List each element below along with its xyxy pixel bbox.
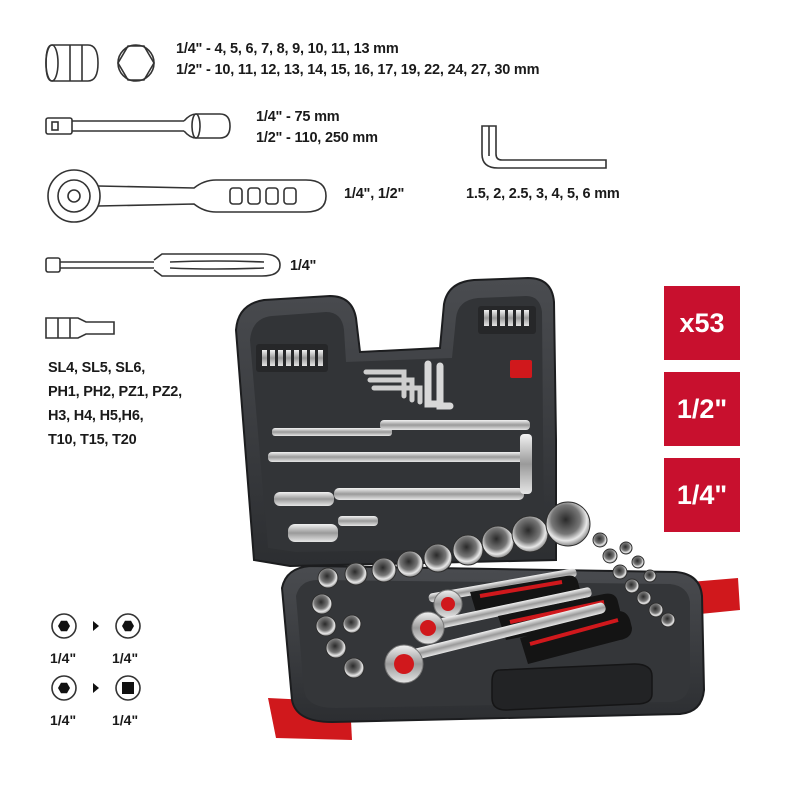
piece-count-badge: x53 bbox=[664, 286, 740, 360]
extension-sizes-quarter: 1/4" - 75 mm bbox=[256, 109, 340, 125]
adapter-hex-to-square bbox=[50, 674, 142, 707]
adapter-from-label: 1/4" bbox=[50, 650, 77, 666]
adapter-from-label: 1/4" bbox=[50, 712, 77, 728]
extension-bar-icon bbox=[44, 108, 234, 149]
socket-sizes-quarter: 1/4" - 4, 5, 6, 7, 8, 9, 10, 11, 13 mm bbox=[176, 41, 399, 57]
socket-sizes-half: 1/2" - 10, 11, 12, 13, 14, 15, 16, 17, 1… bbox=[176, 62, 540, 78]
drive-size-badge: 1/4" bbox=[664, 458, 740, 532]
bit-icon bbox=[44, 316, 116, 345]
adapter-to-label: 1/4" bbox=[112, 712, 139, 728]
adapter-hex-to-hex bbox=[50, 612, 142, 645]
bit-list-line: H3, H4, H5,H6, bbox=[48, 408, 144, 424]
bit-list: SL4, SL5, SL6, PH1, PH2, PZ1, PZ2, H3, H… bbox=[48, 356, 182, 452]
hex-key-sizes: 1.5, 2, 2.5, 3, 4, 5, 6 mm bbox=[466, 186, 620, 202]
bit-list-line: SL4, SL5, SL6, bbox=[48, 360, 146, 376]
adapter-to-label: 1/4" bbox=[112, 650, 139, 666]
bit-list-line: T10, T15, T20 bbox=[48, 432, 137, 448]
bit-list-line: PH1, PH2, PZ1, PZ2, bbox=[48, 384, 182, 400]
socket-sizes: 1/4" - 4, 5, 6, 7, 8, 9, 10, 11, 13 mm 1… bbox=[176, 39, 539, 81]
bit-driver-size: 1/4" bbox=[290, 258, 317, 274]
drive-size-badge: 1/2" bbox=[664, 372, 740, 446]
ratchet-sizes: 1/4", 1/2" bbox=[344, 186, 405, 202]
extension-sizes-half: 1/2" - 110, 250 mm bbox=[256, 130, 378, 146]
bit-driver-icon bbox=[44, 248, 284, 287]
hex-key-icon bbox=[470, 122, 612, 183]
extension-sizes: 1/4" - 75 mm 1/2" - 110, 250 mm bbox=[256, 107, 378, 149]
socket-icon bbox=[44, 40, 164, 91]
ratchet-icon bbox=[44, 168, 329, 231]
